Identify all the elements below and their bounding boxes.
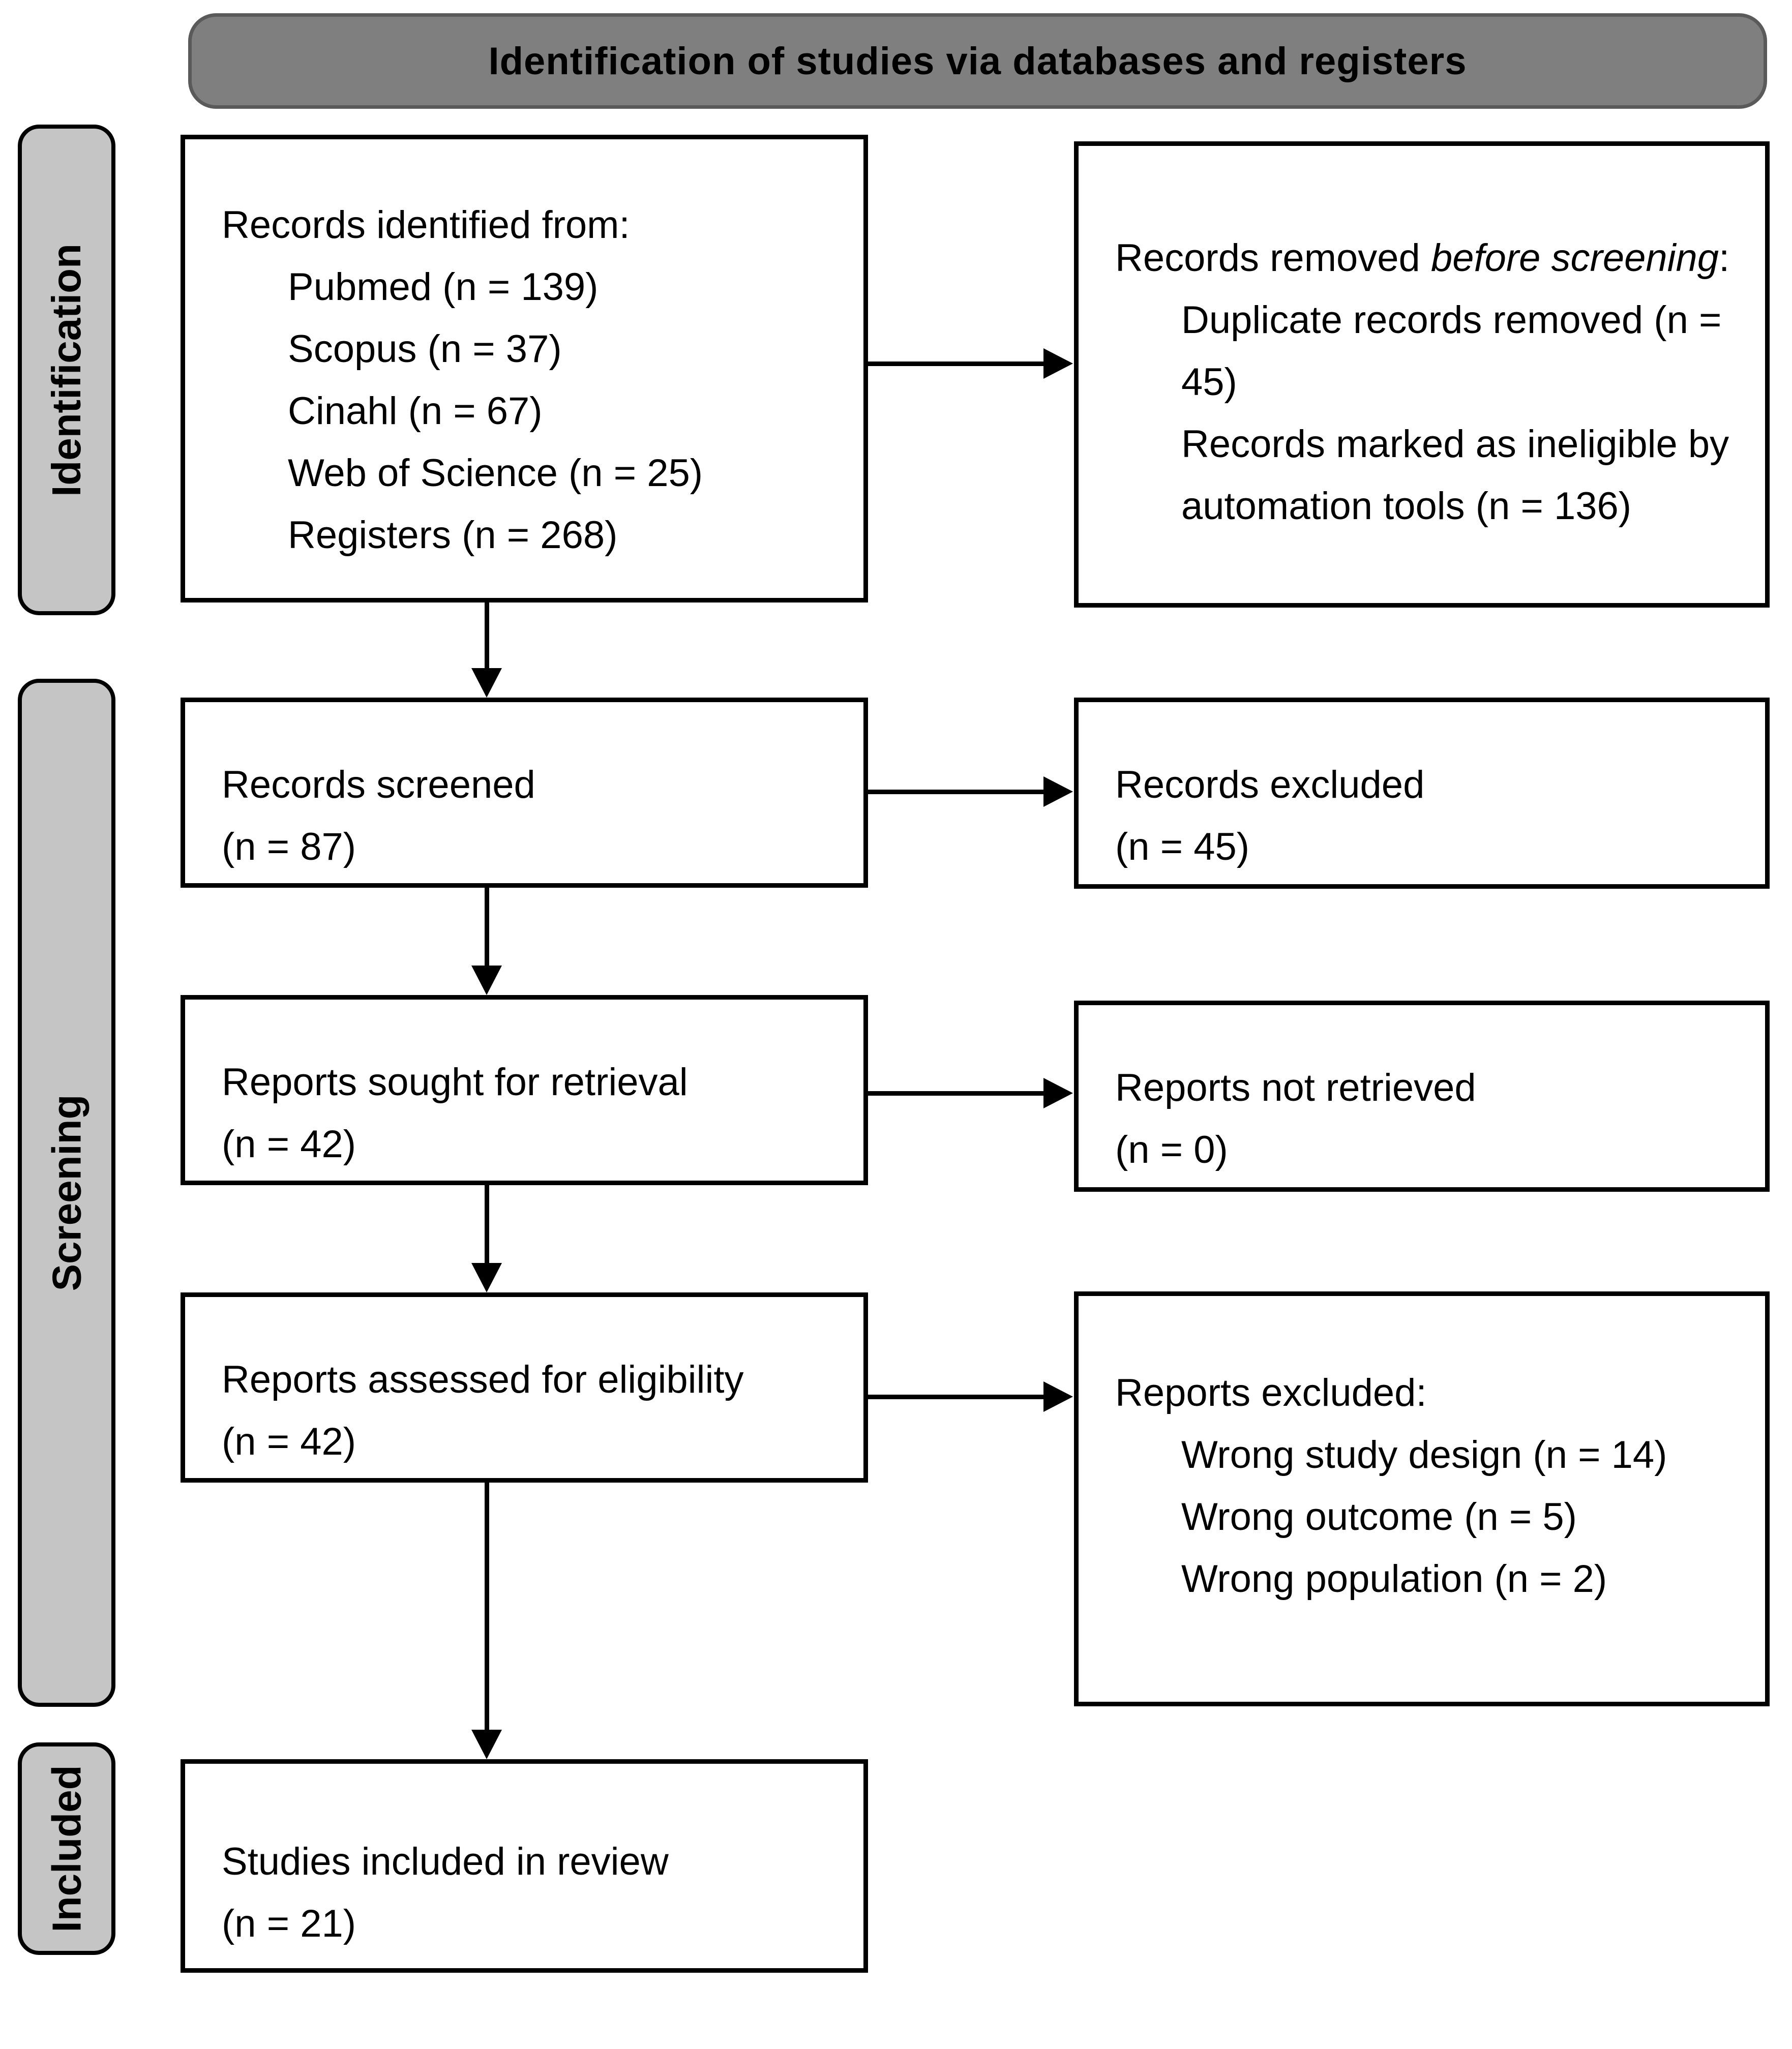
records-removed-intro-italic: before screening <box>1430 236 1719 280</box>
reports-excluded-item: Wrong population (n = 2) <box>1181 1557 1607 1601</box>
records-screened-label: Records screened <box>222 763 535 806</box>
arrow-line <box>485 1483 489 1731</box>
box-records-removed-before-screening: Records removed before screening: Duplic… <box>1074 141 1770 608</box>
stage-label-identification-text: Identification <box>44 243 89 497</box>
records-identified-intro: Records identified from: <box>222 203 630 247</box>
records-screened-count: (n = 87) <box>222 825 356 868</box>
banner-title: Identification of studies via databases … <box>488 39 1467 83</box>
box-records-excluded: Records excluded (n = 45) <box>1074 698 1770 889</box>
box-records-screened: Records screened (n = 87) <box>181 698 868 888</box>
stage-label-included: Included <box>18 1742 115 1955</box>
arrow-head-down-icon <box>471 966 502 995</box>
studies-included-count: (n = 21) <box>222 1902 356 1945</box>
stage-label-screening-text: Screening <box>44 1094 89 1291</box>
reports-excluded-intro: Reports excluded: <box>1115 1371 1427 1414</box>
reports-not-retrieved-count: (n = 0) <box>1115 1128 1228 1171</box>
box-studies-included-in-review: Studies included in review (n = 21) <box>181 1759 868 1973</box>
records-identified-item: Scopus (n = 37) <box>288 327 562 371</box>
reports-sought-label: Reports sought for retrieval <box>222 1061 688 1104</box>
records-excluded-count: (n = 45) <box>1115 825 1250 868</box>
records-identified-item: Cinahl (n = 67) <box>288 389 543 433</box>
records-removed-intro: Records removed before screening: <box>1115 227 1737 289</box>
reports-sought-count: (n = 42) <box>222 1123 356 1166</box>
box-records-identified: Records identified from: Pubmed (n = 139… <box>181 135 868 602</box>
records-identified-item: Web of Science (n = 25) <box>288 451 703 495</box>
reports-not-retrieved-label: Reports not retrieved <box>1115 1066 1476 1109</box>
records-removed-item: Records marked as ineligible by automati… <box>1181 423 1729 528</box>
arrow-line <box>868 790 1045 794</box>
box-reports-sought-for-retrieval: Reports sought for retrieval (n = 42) <box>181 995 868 1185</box>
arrow-head-down-icon <box>471 1263 502 1292</box>
studies-included-label: Studies included in review <box>222 1840 669 1883</box>
stage-label-included-text: Included <box>44 1765 89 1933</box>
arrow-head-down-icon <box>471 668 502 698</box>
reports-excluded-item: Wrong study design (n = 14) <box>1181 1433 1667 1477</box>
box-reports-excluded: Reports excluded: Wrong study design (n … <box>1074 1291 1770 1706</box>
arrow-head-right-icon <box>1043 1078 1073 1108</box>
box-reports-assessed-for-eligibility: Reports assessed for eligibility (n = 42… <box>181 1292 868 1483</box>
reports-assessed-count: (n = 42) <box>222 1420 356 1463</box>
arrow-head-down-icon <box>471 1730 502 1759</box>
records-removed-item: Duplicate records removed (n = 45) <box>1181 298 1722 404</box>
reports-excluded-item: Wrong outcome (n = 5) <box>1181 1495 1577 1539</box>
records-identified-item: Pubmed (n = 139) <box>288 265 599 309</box>
records-removed-intro-prefix: Records removed <box>1115 236 1431 280</box>
arrow-head-right-icon <box>1043 1381 1073 1412</box>
arrow-line <box>485 888 489 967</box>
banner-identification-via-databases: Identification of studies via databases … <box>188 13 1767 109</box>
arrow-head-right-icon <box>1043 776 1073 807</box>
arrow-head-right-icon <box>1043 348 1073 379</box>
box-reports-not-retrieved: Reports not retrieved (n = 0) <box>1074 1001 1770 1192</box>
arrow-line <box>485 602 489 670</box>
arrow-line <box>868 361 1045 366</box>
reports-assessed-label: Reports assessed for eligibility <box>222 1358 744 1401</box>
arrow-line <box>485 1185 489 1264</box>
records-removed-intro-suffix: : <box>1719 236 1730 280</box>
stage-label-screening: Screening <box>18 679 115 1707</box>
arrow-line <box>868 1091 1045 1096</box>
stage-label-identification: Identification <box>18 125 115 615</box>
arrow-line <box>868 1395 1045 1399</box>
records-identified-item: Registers (n = 268) <box>288 514 618 557</box>
records-excluded-label: Records excluded <box>1115 763 1425 806</box>
